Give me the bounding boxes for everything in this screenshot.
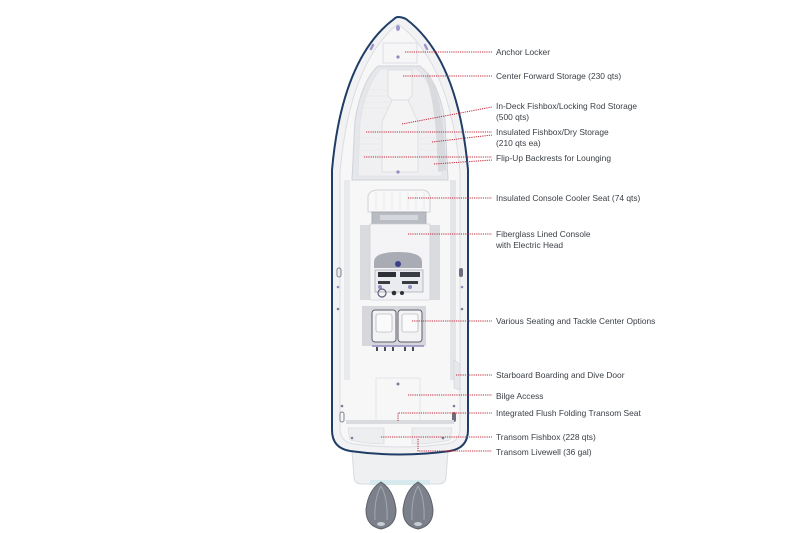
bow-seating (351, 65, 449, 181)
callout-console-cooler-seat: Insulated Console Cooler Seat (74 qts) (496, 193, 641, 203)
callout-transom-seat: Integrated Flush Folding Transom Seat (496, 408, 641, 418)
callout-seating-tackle-center: Various Seating and Tackle Center Option… (496, 316, 656, 326)
leaning-post-seats (362, 306, 426, 351)
swim-platform (351, 451, 449, 485)
callout-insulated-fishbox: Insulated Fishbox/Dry Storage (210 qts e… (496, 127, 609, 148)
anchor-locker (369, 25, 429, 64)
callout-in-deck-fishbox: In-Deck Fishbox/Locking Rod Storage (500… (496, 101, 638, 122)
outboard-engines (365, 481, 434, 530)
aft-deck (346, 377, 454, 445)
center-console (360, 189, 440, 301)
callout-flip-up-backrests: Flip-Up Backrests for Lounging (496, 153, 611, 163)
callout-bilge-access: Bilge Access (496, 391, 544, 401)
callout-transom-livewell: Transom Livewell (36 gal) (496, 447, 592, 457)
callout-anchor-locker: Anchor Locker (496, 47, 550, 57)
callout-fiberglass-console: Fiberglass Lined Console with Electric H… (496, 229, 591, 250)
callout-transom-fishbox: Transom Fishbox (228 qts) (496, 432, 596, 442)
leader-lines (364, 51, 493, 452)
callout-boarding-dive-door: Starboard Boarding and Dive Door (496, 370, 625, 380)
callout-center-forward-storage: Center Forward Storage (230 qts) (496, 71, 622, 81)
